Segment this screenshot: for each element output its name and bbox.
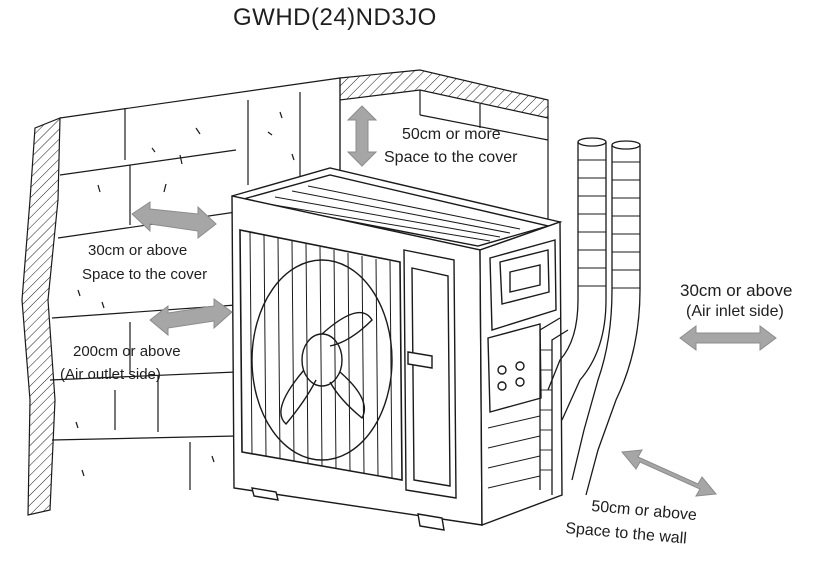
arrow-wall-clearance	[621, 449, 717, 497]
arrow-inlet-clearance	[679, 325, 777, 351]
outlet-clearance-value: 200cm or above	[73, 343, 181, 360]
outdoor-unit	[231, 167, 563, 531]
refrigerant-pipes	[539, 137, 641, 496]
top-clearance-value: 50cm or more	[402, 126, 501, 143]
arrow-left-clearance	[131, 201, 217, 240]
top-clearance-label: Space to the cover	[384, 149, 518, 166]
inlet-clearance-label: (Air inlet side)	[686, 303, 784, 320]
arrow-top-clearance	[346, 105, 378, 167]
left-clearance-value: 30cm or above	[88, 242, 188, 259]
arrow-outlet-clearance	[149, 298, 233, 337]
left-clearance-label: Space to the cover	[82, 266, 208, 283]
inlet-clearance-value: 30cm or above	[680, 281, 793, 300]
model-title: GWHD(24)ND3JO	[233, 4, 437, 31]
outlet-clearance-label: (Air outlet side)	[60, 366, 161, 383]
